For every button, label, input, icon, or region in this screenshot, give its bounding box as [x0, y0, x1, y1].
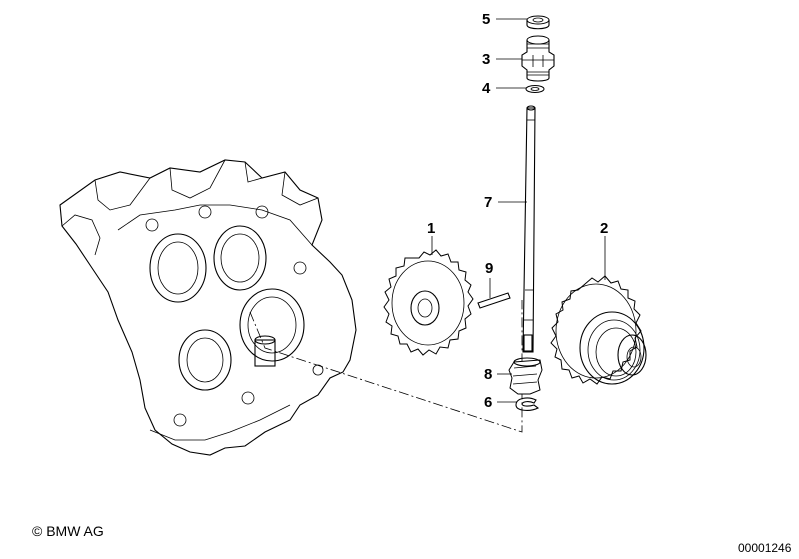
callout-9: 9	[485, 260, 493, 277]
drawing-number: 00001246	[738, 541, 792, 555]
leader-lines	[431, 18, 606, 403]
callout-1: 1	[427, 220, 435, 237]
pin-part-9	[477, 292, 511, 309]
bevel-gear-part-8	[508, 357, 543, 395]
union-nut-part-3	[521, 35, 555, 82]
shaft-part-7	[522, 105, 536, 353]
callout-5: 5	[482, 11, 490, 28]
gear-part-1	[383, 249, 474, 356]
callout-4: 4	[482, 80, 491, 97]
circlip-part-6	[515, 397, 540, 411]
washer-part-4	[525, 85, 545, 93]
callout-8: 8	[484, 366, 492, 383]
engine-housing	[59, 159, 357, 456]
cap-part-5	[526, 15, 550, 30]
alignment-line	[249, 300, 523, 433]
copyright-notice: © BMW AG	[32, 523, 104, 539]
callout-7: 7	[484, 194, 492, 211]
callout-3: 3	[482, 51, 490, 68]
callout-2: 2	[600, 220, 608, 237]
callout-6: 6	[484, 394, 492, 411]
gear-part-2	[550, 275, 647, 385]
